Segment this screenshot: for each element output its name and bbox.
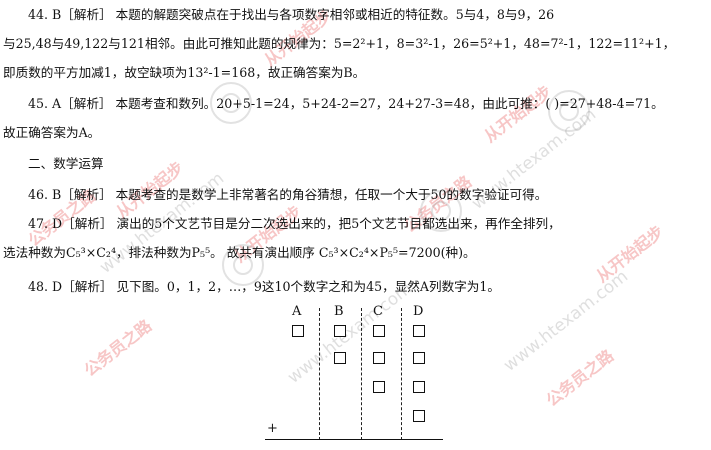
digit-box: [413, 352, 425, 364]
column-divider: [401, 308, 402, 440]
paragraph-line: 44. B［解析］ 本题的解题突破点在于找出与各项数字相邻或相近的特征数。5与4…: [28, 7, 555, 22]
watermark-slogan: 公务员之路: [542, 345, 618, 411]
paragraph-line: 46. B［解析］ 本题考查的是数学上非常著名的角谷猜想，任取一个大于50的数字…: [28, 187, 548, 202]
plus-sign: +: [267, 421, 278, 436]
column-divider: [361, 308, 362, 440]
column-label: B: [334, 304, 344, 319]
paragraph-line: 45. A［解析］ 本题考查和数列。20+5-1=24，5+24-2=27，24…: [28, 96, 664, 111]
column-label: C: [373, 304, 383, 319]
watermark-slogan: 公务员之路: [80, 315, 156, 381]
paragraph-line: 47. D［解析］ 演出的5个文艺节目是分二次选出来的，把5个文艺节目都选出来，…: [28, 216, 561, 231]
digit-box: [413, 325, 425, 337]
column-label: A: [292, 304, 302, 319]
digit-box: [334, 325, 346, 337]
paragraph-line: 故正确答案为A。: [3, 125, 101, 140]
paragraph-line: 选法种数为C₅³×C₂⁴，排法种数为P₅⁵。 故共有演出顺序 C₅³×C₂⁴×P…: [3, 245, 476, 260]
paragraph-line: 与25,48与49,122与121相邻。由此可推知此题的规律为：5=2²+1，8…: [3, 36, 676, 51]
digit-box: [373, 325, 385, 337]
column-divider: [319, 308, 320, 440]
column-label: D: [413, 304, 424, 319]
digit-box: [292, 325, 304, 337]
digit-box: [373, 352, 385, 364]
paragraph-line: 48. D［解析］ 见下图。0，1，2，…，9这10个数字之和为45，显然A列数…: [28, 279, 500, 294]
digit-box: [373, 381, 385, 393]
digit-box: [413, 410, 425, 422]
digit-box: [334, 352, 346, 364]
sum-line: [265, 439, 443, 440]
paragraph-line: 即质数的平方加减1，故空缺项为13²-1=168，故正确答案为B。: [3, 65, 366, 80]
section-heading: 二、数学运算: [28, 156, 104, 171]
digit-column-figure: A B C D +: [255, 304, 445, 444]
digit-box: [413, 381, 425, 393]
